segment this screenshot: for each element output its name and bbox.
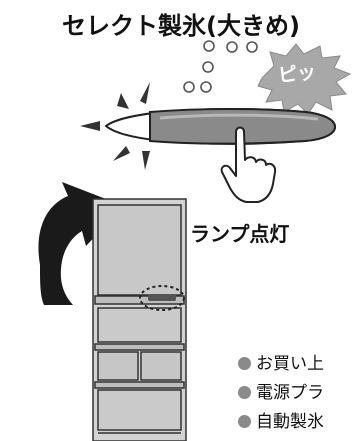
lamp-label: ランプ点灯 <box>190 222 290 246</box>
beep-burst-icon <box>257 43 352 115</box>
flash-rays <box>80 82 150 170</box>
bullet-icon <box>238 386 251 399</box>
list-item: 自動製氷 <box>238 408 324 437</box>
beep-text: ピッ <box>277 61 318 87</box>
pressing-hand-icon <box>220 126 277 203</box>
list-item: 電源プラ <box>238 379 324 408</box>
sound-dots <box>183 40 258 93</box>
bullet-icon <box>238 357 251 370</box>
notes-list: お買い上 電源プラ 自動製氷 <box>238 350 324 437</box>
refrigerator-icon <box>92 198 187 441</box>
page-title: セレクト製氷(大きめ) <box>62 12 300 40</box>
note-text: お買い上 <box>256 354 324 374</box>
note-text: 電源プラ <box>256 383 324 403</box>
note-text: 自動製氷 <box>256 412 324 432</box>
bullet-icon <box>238 415 251 428</box>
lamp-highlight-icon <box>139 285 185 311</box>
list-item: お買い上 <box>238 350 324 379</box>
select-ice-button-graphic <box>104 107 336 145</box>
